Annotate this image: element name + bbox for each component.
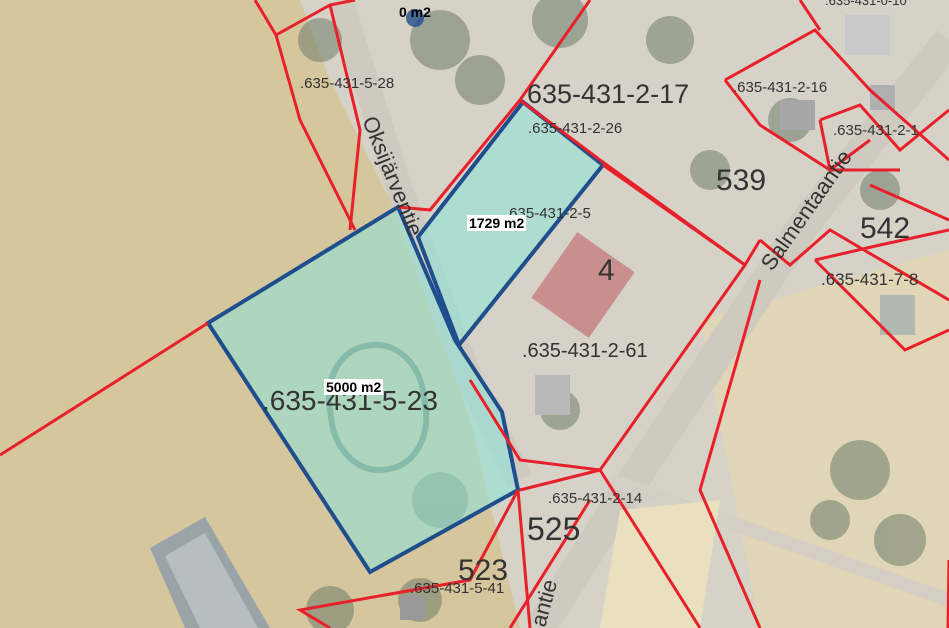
parcel-label: .635-431-2-16 (733, 79, 827, 96)
greenhouse-roof (165, 533, 258, 628)
parcel-label: .635-431-5-41 (410, 580, 504, 597)
parcel-label: 523 (458, 554, 508, 587)
measure-point-icon[interactable] (406, 9, 424, 27)
parcel-label: .635-431-5-28 (300, 75, 394, 92)
road-salmentaantie (526, 30, 949, 628)
parcel-label: .635-431-2-61 (522, 340, 648, 362)
parcel-label: 635-431-2-17 (527, 79, 689, 109)
area-measurement-label: 5000 m2 (324, 379, 384, 395)
parcel-label: 525 (527, 511, 580, 547)
parcel-label: .635-431-0-10 (825, 0, 907, 8)
parcel-label: .635-431-2-1 (833, 122, 919, 139)
parcel-label: .635-431-2-5 (505, 205, 591, 222)
parcel-label: .635-431-2-26 (528, 120, 622, 137)
parcel-label: 539 (716, 164, 766, 197)
parcel-label: .635-431-2-14 (548, 490, 642, 507)
area-measurement-label: 1729 m2 (467, 215, 527, 231)
parcel-label: 542 (860, 212, 910, 245)
area-measurement-label: 0 m2 (399, 4, 431, 20)
road-side (607, 473, 949, 607)
buildings (400, 15, 915, 620)
parcel-label: .635-431-7-8 (821, 270, 918, 289)
parcel-label: 4 (598, 254, 615, 287)
